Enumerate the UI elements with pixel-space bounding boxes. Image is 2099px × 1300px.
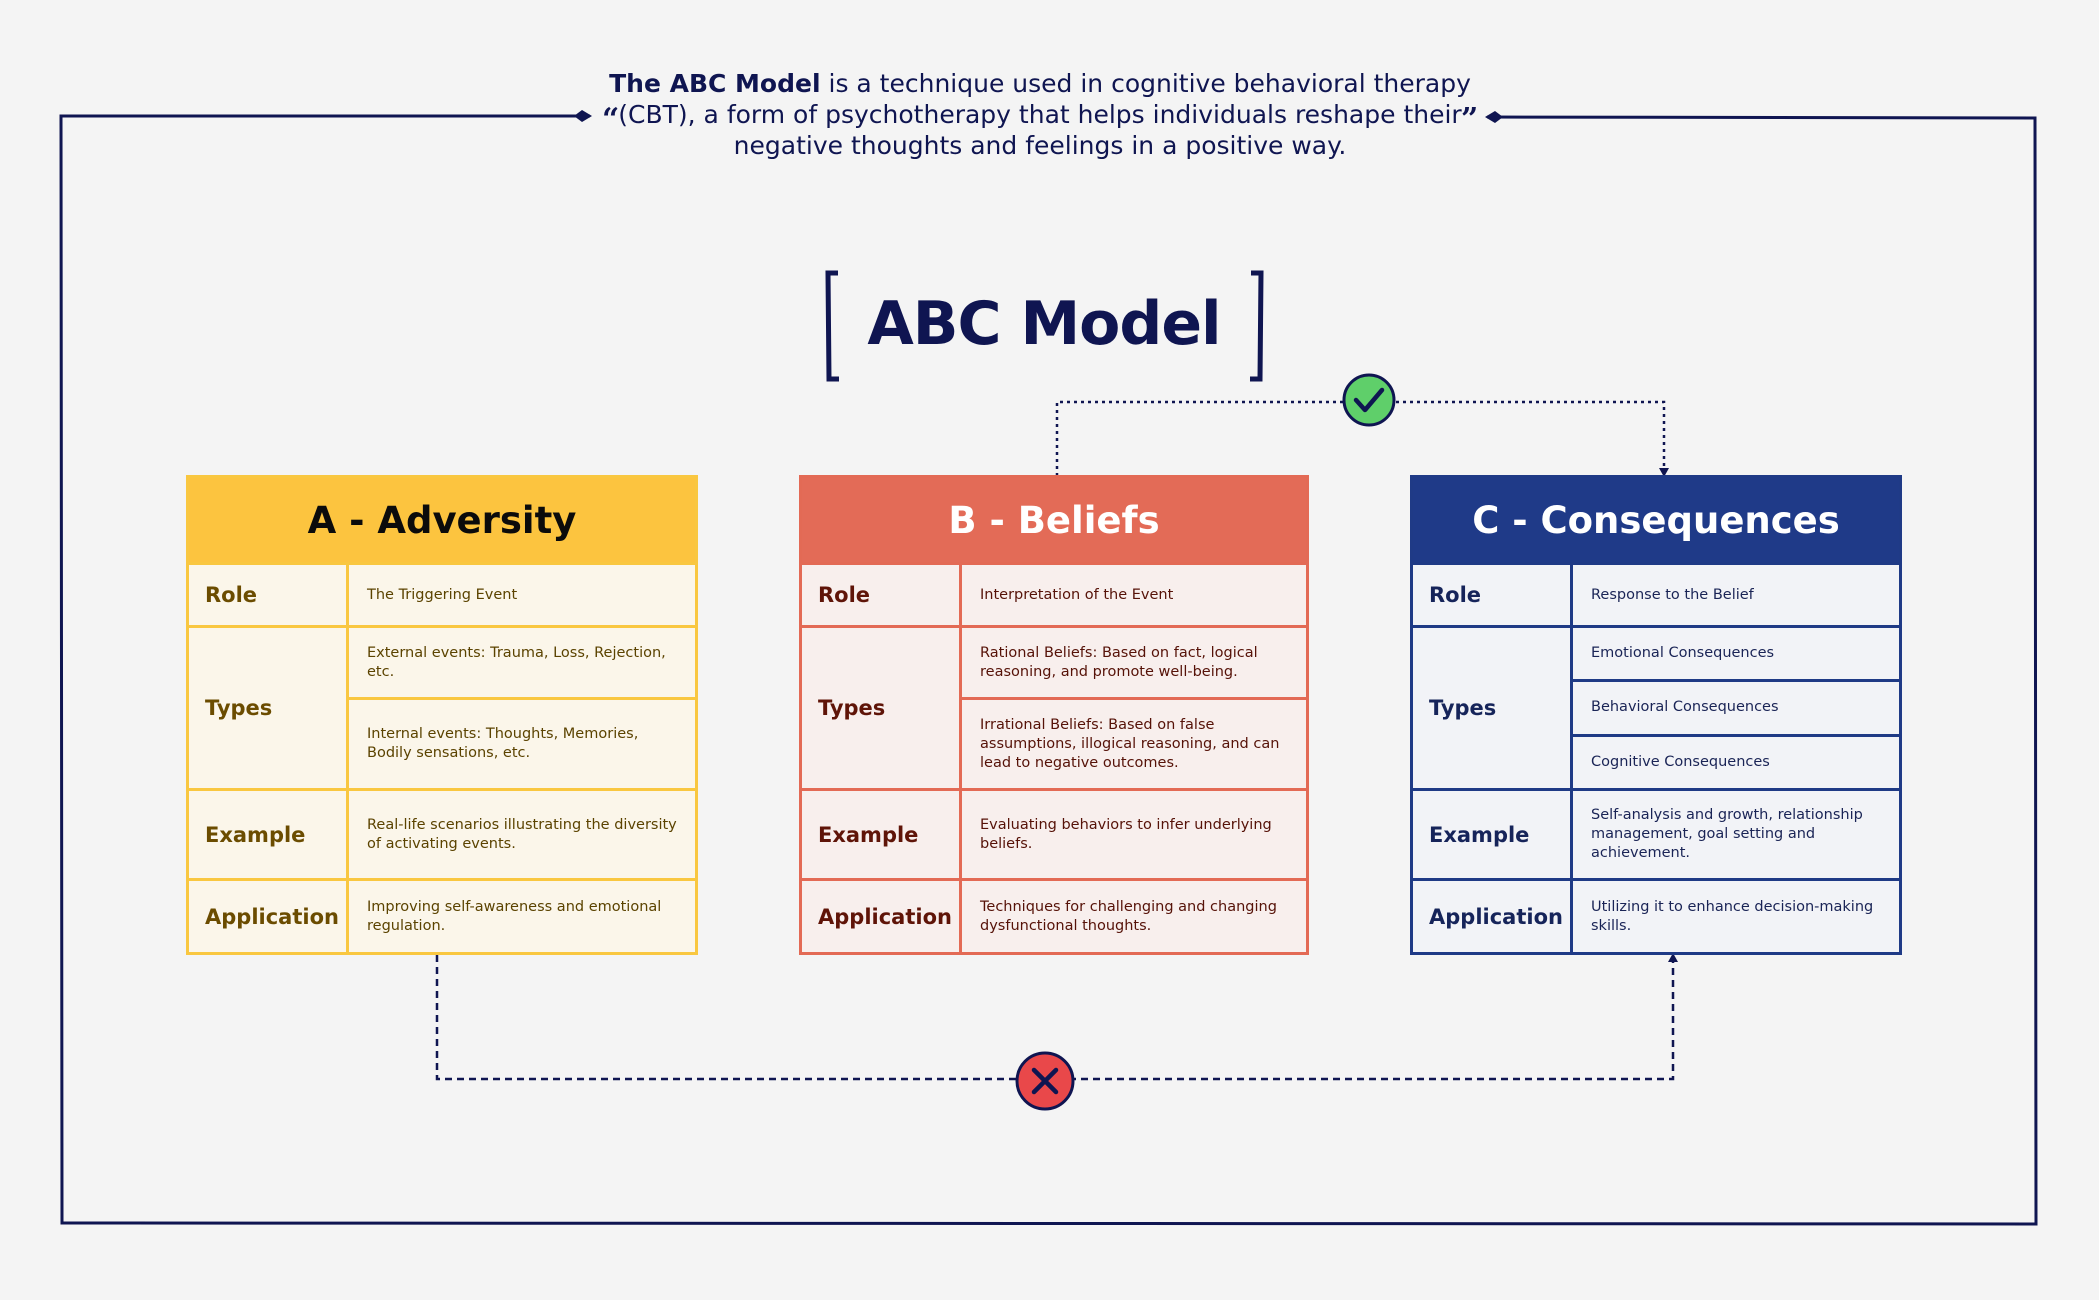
types-label: Types: [189, 628, 349, 788]
example-label: Example: [189, 791, 349, 878]
connector-arrowhead-bottom: [1668, 953, 1678, 962]
consequences-type-item: Cognitive Consequences: [1573, 733, 1899, 788]
frame-arrow-right: [1485, 111, 1503, 123]
adversity-role-row: Role The Triggering Event: [189, 565, 695, 628]
types-label: Types: [802, 628, 962, 788]
adversity-to-consequence-connector: [435, 955, 1675, 1081]
intro-text: is a technique used in cognitive behavio…: [618, 69, 1471, 160]
consequences-example-row: Example Self-analysis and growth, relati…: [1413, 791, 1899, 881]
consequences-types-row: Types Emotional Consequences Behavioral …: [1413, 628, 1899, 791]
consequences-role-row: Role Response to the Belief: [1413, 565, 1899, 628]
frame-arrow-left: [574, 110, 592, 122]
consequences-example-value: Self-analysis and growth, relationship m…: [1591, 807, 1863, 861]
page-title: ABC Model: [867, 289, 1221, 359]
consequences-card: C - Consequences Role Response to the Be…: [1410, 475, 1902, 955]
application-label: Application: [189, 881, 349, 952]
beliefs-heading: B - Beliefs: [802, 478, 1306, 565]
adversity-example-row: Example Real-life scenarios illustrating…: [189, 791, 695, 881]
role-label: Role: [802, 565, 962, 625]
check-icon: [1342, 373, 1396, 427]
role-label: Role: [1413, 565, 1573, 625]
close-quote-mark: ”: [1461, 102, 1478, 137]
adversity-types-row: Types External events: Trauma, Loss, Rej…: [189, 628, 695, 791]
example-label: Example: [1413, 791, 1573, 878]
consequences-role-value: Response to the Belief: [1591, 586, 1754, 603]
beliefs-type-item: Irrational Beliefs: Based on false assum…: [962, 697, 1306, 788]
adversity-card: A - Adversity Role The Triggering Event …: [186, 475, 698, 955]
intro-paragraph: The ABC Model is a technique used in cog…: [600, 68, 1480, 161]
outer-frame: [59, 114, 2038, 1226]
adversity-type-item: External events: Trauma, Loss, Rejection…: [367, 644, 666, 680]
belief-to-consequence-connector: [1055, 400, 1666, 476]
consequences-application-row: Application Utilizing it to enhance deci…: [1413, 881, 1899, 952]
beliefs-type-item: Rational Beliefs: Based on fact, logical…: [980, 644, 1258, 680]
adversity-application-value: Improving self-awareness and emotional r…: [367, 898, 662, 934]
application-label: Application: [1413, 881, 1573, 952]
connector-arrowhead-top: [1659, 468, 1669, 477]
beliefs-example-row: Example Evaluating behaviors to infer un…: [802, 791, 1306, 881]
beliefs-card: B - Beliefs Role Interpretation of the E…: [799, 475, 1309, 955]
example-label: Example: [802, 791, 962, 878]
application-label: Application: [802, 881, 962, 952]
title-bracket-right: [1250, 270, 1264, 382]
consequences-application-value: Utilizing it to enhance decision-making …: [1591, 898, 1874, 934]
consequences-type-item: Emotional Consequences: [1591, 645, 1775, 662]
adversity-heading: A - Adversity: [189, 478, 695, 565]
consequences-type-item: Behavioral Consequences: [1573, 679, 1899, 733]
adversity-application-row: Application Improving self-awareness and…: [189, 881, 695, 952]
adversity-type-item: Internal events: Thoughts, Memories, Bod…: [349, 697, 695, 788]
beliefs-application-value: Techniques for challenging and changing …: [980, 898, 1277, 934]
beliefs-application-row: Application Techniques for challenging a…: [802, 881, 1306, 952]
role-label: Role: [189, 565, 349, 625]
adversity-example-value: Real-life scenarios illustrating the div…: [367, 816, 677, 852]
title-bracket-left: [825, 270, 839, 382]
adversity-role-value: The Triggering Event: [367, 586, 518, 603]
intro-emphasis: The ABC Model: [609, 69, 821, 98]
types-label: Types: [1413, 628, 1573, 788]
beliefs-example-value: Evaluating behaviors to infer underlying…: [980, 816, 1272, 852]
beliefs-role-row: Role Interpretation of the Event: [802, 565, 1306, 628]
consequences-heading: C - Consequences: [1413, 478, 1899, 565]
beliefs-role-value: Interpretation of the Event: [980, 586, 1174, 603]
cross-icon: [1015, 1051, 1075, 1111]
open-quote-mark: “: [602, 102, 619, 137]
beliefs-types-row: Types Rational Beliefs: Based on fact, l…: [802, 628, 1306, 791]
